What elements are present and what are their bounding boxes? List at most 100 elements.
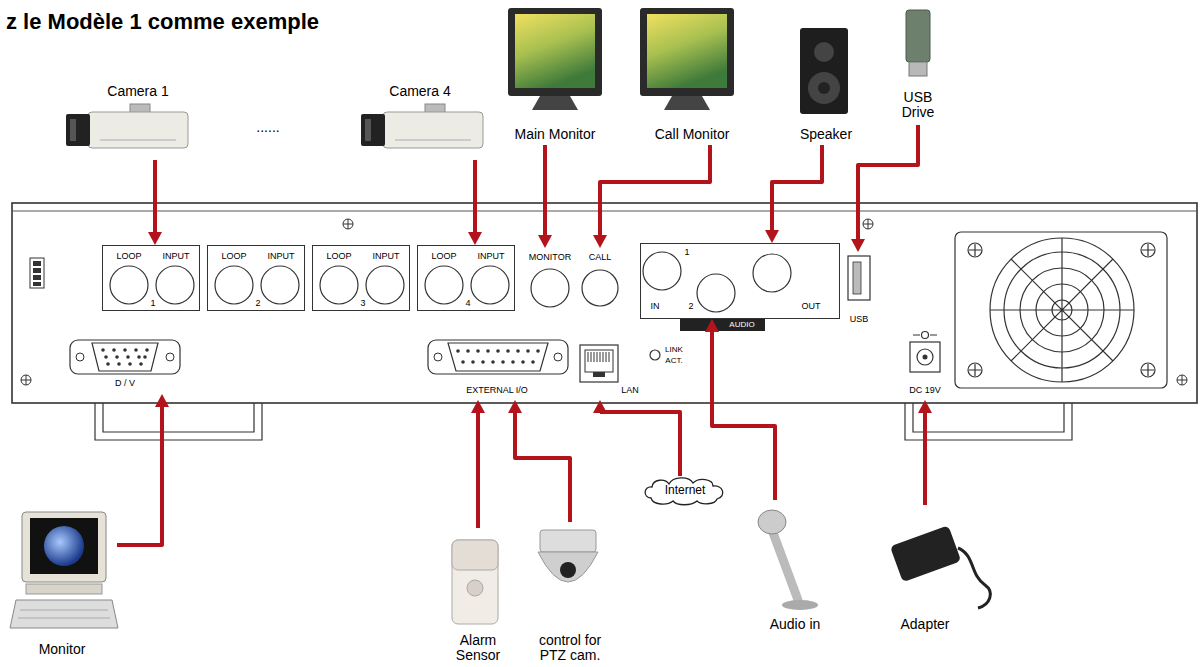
audio-port-panel: 1IN2OUT	[640, 243, 840, 319]
pc-monitor-device: Monitor	[12, 505, 117, 660]
vga-connector	[70, 340, 180, 374]
usb-socket	[853, 262, 861, 294]
cloud-outline	[645, 478, 723, 505]
port-label: LOOP	[431, 252, 456, 262]
port-label: DC 19V	[909, 386, 941, 396]
connector-line	[117, 406, 162, 545]
monitor-port: MONITOR	[522, 248, 578, 314]
port-label: INPUT	[163, 252, 190, 262]
cooling-fan	[969, 364, 981, 376]
power-adapter-icon	[890, 525, 961, 582]
monitor-device: Call Monitor	[632, 5, 752, 145]
microphone-icon	[772, 530, 798, 600]
cooling-fan	[955, 232, 1167, 388]
power-port: DC 19V	[898, 330, 952, 400]
external-io-connector	[526, 349, 530, 353]
external-io-connector	[428, 340, 568, 374]
vga-connector	[92, 343, 158, 371]
audio-jack	[697, 274, 735, 312]
power-adapter-device: Adapter	[875, 505, 975, 635]
camera-device: Camera 1	[65, 80, 200, 160]
device-label: Speaker	[800, 127, 852, 142]
external-io-connector	[511, 360, 515, 364]
vga-connector	[115, 355, 119, 359]
connector-line	[515, 412, 570, 522]
ptz-camera-icon	[540, 530, 596, 552]
lan-socket	[593, 372, 605, 377]
vga-connector	[104, 355, 108, 359]
microphone-device: Audio in	[745, 500, 840, 635]
power-socket	[910, 342, 940, 372]
device-label: USB Drive	[893, 90, 943, 121]
dvr-rear-panel	[33, 275, 41, 280]
cooling-fan	[968, 243, 982, 257]
vga-connector	[101, 348, 105, 352]
arrow-head	[471, 400, 485, 413]
connector-arrow	[765, 145, 822, 243]
arrow-head	[148, 232, 162, 245]
monitor-icon	[532, 96, 578, 110]
connector-line	[476, 412, 480, 528]
port-label: D / V	[115, 379, 135, 389]
cooling-fan	[990, 238, 1134, 382]
dvr-rear-panel	[33, 282, 41, 286]
led-label: ACT.	[665, 357, 682, 366]
external-io-connector	[536, 349, 540, 353]
vga-connector	[76, 353, 84, 361]
ptz-camera-device: control for PTZ cam.	[522, 522, 622, 665]
camera-icon	[88, 112, 188, 148]
dvr-rear-panel	[12, 203, 1197, 440]
panel-screw	[21, 375, 31, 385]
arrow-head	[593, 400, 607, 413]
external-io-connector	[496, 349, 500, 353]
cooling-fan	[1142, 364, 1154, 376]
camera-icon	[66, 114, 90, 146]
audio-tab	[680, 319, 765, 331]
status-led	[650, 350, 660, 360]
power-socket	[922, 332, 929, 339]
external-io-connector	[501, 360, 505, 364]
diagram-title: z le Modèle 1 comme exemple	[6, 10, 319, 34]
bnc-connector	[320, 266, 358, 304]
bnc-connector	[215, 266, 253, 304]
vga-connector	[126, 355, 130, 359]
port-label: 2	[255, 299, 260, 309]
connector-line	[600, 412, 680, 476]
port-label: LOOP	[326, 252, 351, 262]
microphone-icon	[758, 510, 818, 610]
connector-arrow	[918, 400, 932, 505]
pc-monitor-icon	[10, 600, 118, 628]
external-io-connector	[486, 349, 490, 353]
vga-connector	[139, 362, 143, 366]
external-io-connector	[456, 349, 540, 364]
pc-monitor-icon	[22, 512, 106, 582]
power-socket	[917, 349, 933, 365]
port-label: EXTERNAL I/O	[466, 386, 528, 396]
lan-port: LAN	[576, 343, 645, 400]
dvr-rear-panel	[95, 403, 262, 440]
alarm-sensor-device: Alarm Sensor	[440, 528, 516, 665]
audio-tab	[680, 319, 765, 331]
port-label: 1	[684, 248, 689, 258]
power-adapter-icon	[890, 525, 961, 582]
microphone-icon	[782, 600, 818, 610]
usb-socket	[848, 256, 870, 300]
monitor-icon	[508, 8, 602, 96]
external-io-connector	[491, 360, 495, 364]
panel-screw	[1177, 375, 1187, 385]
cooling-fan	[990, 238, 1134, 382]
camera-icon	[361, 114, 385, 146]
camera-icon	[395, 139, 471, 141]
cooling-fan	[955, 232, 1167, 388]
bnc-connector	[531, 269, 569, 307]
camera-icon	[383, 112, 483, 148]
external-io-connector	[471, 360, 475, 364]
speaker-icon	[814, 42, 834, 62]
port-label: 1	[150, 299, 155, 309]
lan-socket	[585, 350, 613, 372]
dvr-rear-panel	[905, 403, 1072, 440]
lan-socket	[588, 352, 609, 362]
vga-connector	[70, 340, 180, 374]
speaker-icon	[808, 72, 840, 104]
vga-connector	[137, 355, 141, 359]
